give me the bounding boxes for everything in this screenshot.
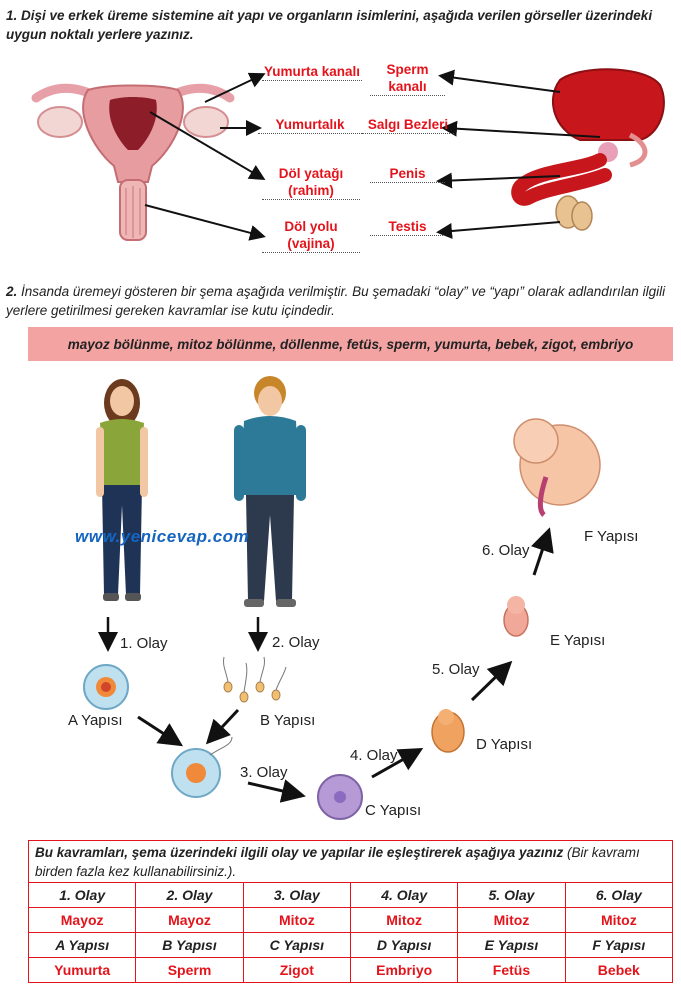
question-2-number: 2. <box>6 284 18 299</box>
male-reproductive-illustration <box>511 68 665 231</box>
table-cell: 1. Olay <box>27 882 137 908</box>
label-testis: Testis <box>370 218 445 236</box>
reproduction-diagram <box>83 376 601 820</box>
table-cell: Mitoz <box>564 907 674 933</box>
diagram-yapi-c: C Yapısı <box>365 802 422 819</box>
answer-table: 1. Olay 2. Olay 3. Olay 4. Olay 5. Olay … <box>27 882 674 983</box>
question-1-number: 1. <box>6 8 18 23</box>
female-reproductive-illustration <box>31 83 235 241</box>
question-1-text: 1. Dişi ve erkek üreme sistemine ait yap… <box>6 6 674 44</box>
table-cell: Bebek <box>564 957 674 983</box>
sperm-cells <box>223 681 281 703</box>
diagram-olay-1: 1. Olay <box>120 635 168 652</box>
table-cell: 6. Olay <box>564 882 674 908</box>
table-cell: Mitoz <box>242 907 351 933</box>
label-yumurta-kanali: Yumurta kanalı <box>262 64 362 81</box>
label-dol-yolu: Döl yolu (vajina) <box>262 218 360 253</box>
table-cell: D Yapısı <box>349 932 459 958</box>
concept-box: mayoz bölünme, mitoz bölünme, döllenme, … <box>28 327 673 361</box>
diagram-olay-5: 5. Olay <box>432 661 480 678</box>
table-cell: Mayoz <box>135 907 244 933</box>
table-cell: Mayoz <box>27 907 137 933</box>
table-cell: E Yapısı <box>457 932 566 958</box>
table-cell: F Yapısı <box>564 932 674 958</box>
table-cell: Yumurta <box>27 957 137 983</box>
instruction-bold: Bu kavramları, şema üzerindeki ilgili ol… <box>35 845 564 860</box>
table-cell: Zigot <box>242 957 351 983</box>
question-2-body: İnsanda üremeyi gösteren bir şema aşağıd… <box>6 284 666 318</box>
label-salgi-bezleri: Salgı Bezleri <box>362 116 454 134</box>
question-1-body: Dişi ve erkek üreme sistemine ait yapı v… <box>6 8 653 42</box>
diagram-yapi-b: B Yapısı <box>260 712 316 729</box>
instruction-italic: (Bir kavramı birden fazla kez kullanabil… <box>35 845 640 879</box>
diagram-yapi-a: A Yapısı <box>68 712 123 729</box>
diagram-yapi-f: F Yapısı <box>584 528 639 545</box>
label-penis: Penis <box>370 165 445 183</box>
table-row-olay-answers: Mayoz Mayoz Mitoz Mitoz Mitoz Mitoz <box>27 907 674 933</box>
q1-arrows <box>144 69 601 241</box>
table-cell: Fetüs <box>457 957 566 983</box>
watermark: www.yenicevap.com <box>75 527 250 546</box>
table-cell: 3. Olay <box>242 882 351 908</box>
diagram-olay-6: 6. Olay <box>482 542 530 559</box>
diagram-olay-3: 3. Olay <box>240 764 288 781</box>
label-yumurtalik: Yumurtalık <box>258 116 362 134</box>
diagram-yapi-d: D Yapısı <box>476 736 533 753</box>
label-dol-yatagi: Döl yatağı (rahim) <box>262 165 360 200</box>
table-cell: 2. Olay <box>135 882 244 908</box>
table-cell: C Yapısı <box>242 932 351 958</box>
table-cell: A Yapısı <box>27 932 137 958</box>
woman-figure <box>96 379 148 601</box>
table-row-yapi-headers: A Yapısı B Yapısı C Yapısı D Yapısı E Ya… <box>27 932 674 958</box>
table-cell: Mitoz <box>457 907 566 933</box>
table-row-yapi-answers: Yumurta Sperm Zigot Embriyo Fetüs Bebek <box>27 957 674 983</box>
diagram-yapi-e: E Yapısı <box>550 632 606 649</box>
table-cell: Sperm <box>135 957 244 983</box>
diagram-olay-4: 4. Olay <box>350 747 398 764</box>
table-cell: Embriyo <box>349 957 459 983</box>
table-cell: Mitoz <box>349 907 459 933</box>
diagram-olay-2: 2. Olay <box>272 634 320 651</box>
instruction-box: Bu kavramları, şema üzerindeki ilgili ol… <box>28 840 673 882</box>
table-cell: 5. Olay <box>457 882 566 908</box>
table-cell: 4. Olay <box>349 882 459 908</box>
label-sperm-kanali: Sperm kanalı <box>370 61 445 96</box>
man-figure <box>234 376 306 607</box>
question-2-text: 2. İnsanda üremeyi gösteren bir şema aşa… <box>6 282 674 320</box>
table-row-olay-headers: 1. Olay 2. Olay 3. Olay 4. Olay 5. Olay … <box>27 882 674 908</box>
table-cell: B Yapısı <box>135 932 244 958</box>
